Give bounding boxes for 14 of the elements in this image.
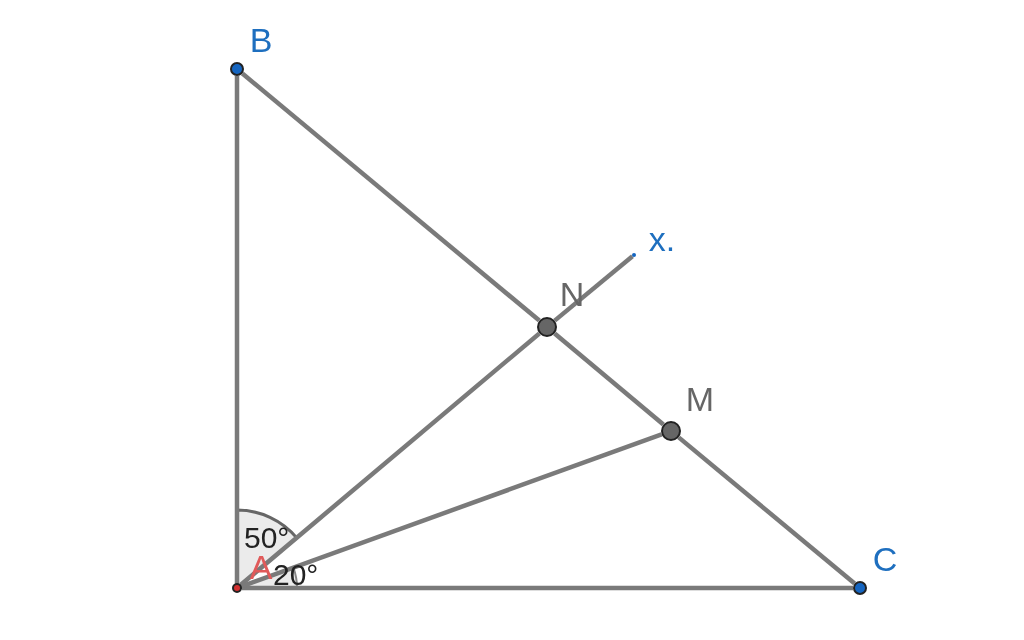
line-segment: [239, 331, 541, 587]
point-label: M: [684, 382, 716, 416]
line-segment: [242, 585, 853, 591]
line-segment: [234, 76, 240, 583]
angle-label: 50°: [244, 523, 290, 553]
point-label: B: [248, 23, 274, 57]
line-segment: [677, 435, 857, 586]
line-segment: [553, 331, 665, 427]
line-segment: [240, 71, 541, 323]
point-label: C: [871, 542, 899, 576]
angle-label: 20°: [273, 560, 319, 590]
point-label: N: [558, 277, 586, 311]
point-label: x.: [647, 222, 677, 256]
line-segment: [553, 254, 634, 323]
